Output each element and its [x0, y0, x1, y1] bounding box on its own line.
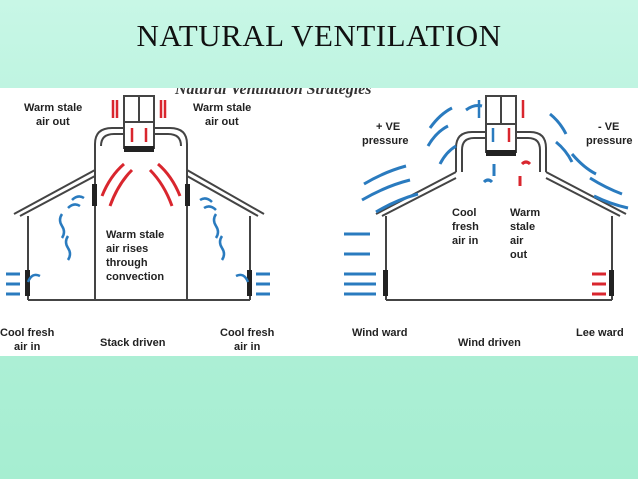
stack-inlet-dashes	[6, 272, 270, 296]
warm-out-wind-label: Warm stale air out	[510, 207, 543, 261]
cool-in-right-label: Cool fresh air in	[220, 327, 277, 353]
left-roof-left-inner	[19, 175, 96, 217]
slide-title: NATURAL VENTILATION	[136, 18, 502, 53]
warm-rising-arrows	[100, 162, 182, 207]
wind-low-vent-left	[383, 270, 388, 296]
left-roof-right-inner	[186, 175, 259, 217]
diagram-subtitle: Natural Ventilation Strategies	[174, 88, 371, 98]
wind-chimney	[477, 95, 525, 156]
warm-out-left-label: Warm stale air out	[24, 102, 85, 128]
pos-pressure-label: + VE pressure	[362, 121, 408, 147]
left-roof-left	[13, 169, 96, 215]
rises-label: Warm stale air rises through convection	[106, 229, 167, 283]
right-roof-right	[545, 171, 627, 215]
leeward-dashes	[592, 272, 606, 296]
cool-in-left-label: Cool fresh air in	[0, 327, 57, 353]
lee-streams	[549, 112, 629, 210]
ventilation-diagram-svg: Natural Ventilation Strategies	[0, 88, 632, 353]
leeward-label: Lee ward	[576, 327, 624, 339]
ventilation-diagram: Natural Ventilation Strategies	[0, 88, 638, 356]
right-roof-right-inner	[545, 177, 621, 217]
wind-low-vent-right	[609, 270, 614, 296]
windward-dashes	[344, 232, 376, 296]
wind-streams	[361, 104, 496, 214]
cool-air-squiggles	[26, 195, 250, 283]
warm-out-right-label: Warm stale air out	[193, 102, 254, 128]
windward-label: Wind ward	[352, 327, 408, 339]
upper-vent-left	[92, 184, 97, 206]
stack-driven-caption: Stack driven	[100, 337, 166, 349]
low-vent-right	[247, 270, 252, 296]
neg-pressure-label: - VE pressure	[586, 121, 632, 147]
wind-driven-house	[375, 131, 627, 301]
stack-chimney	[111, 95, 167, 152]
cool-in-wind-label: Cool fresh air in	[452, 207, 482, 247]
right-roof-left-inner	[381, 177, 457, 217]
warm-exit-arrows	[518, 160, 532, 186]
upper-vent-right	[185, 184, 190, 206]
wind-driven-caption: Wind driven	[458, 337, 521, 349]
left-roof-right	[186, 169, 265, 215]
low-vent-left	[25, 270, 30, 296]
